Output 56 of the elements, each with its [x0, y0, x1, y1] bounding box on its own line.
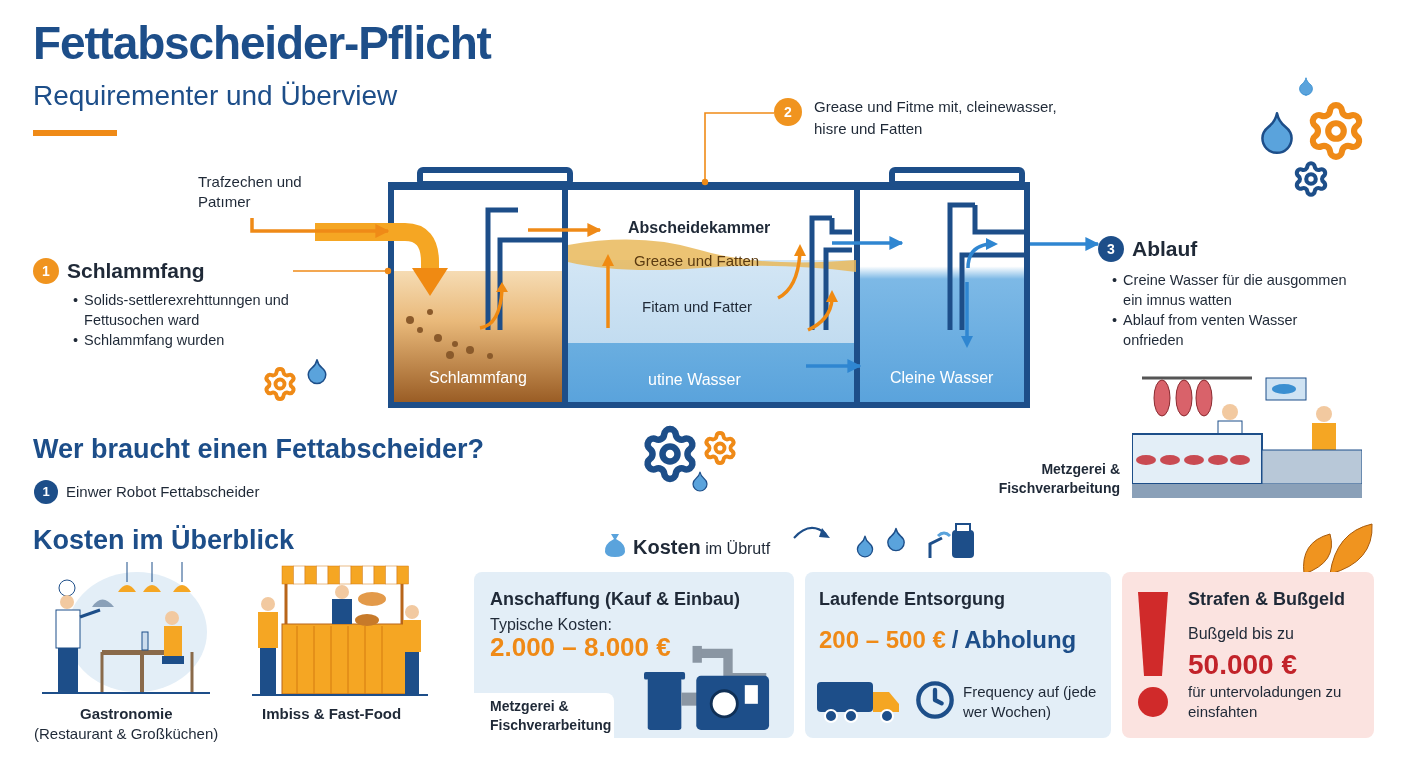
- bullet-text: Creine Wasser für die ausgommen ein imnus watten: [1123, 271, 1348, 310]
- section-label: Kosten im Übrutf: [633, 535, 771, 560]
- illustration-caption: Gastronomie: [80, 704, 173, 724]
- price-unit-text: / Abholung: [951, 628, 1077, 652]
- bullet-mark: •: [1112, 311, 1118, 330]
- step-number: 3: [1098, 236, 1124, 262]
- section-heading: Wer braucht einen Fettabscheider?: [33, 436, 485, 463]
- flow-arrow: [832, 236, 904, 250]
- penalty-card: [1122, 572, 1374, 738]
- layer-label: Fitam und Fatter: [642, 297, 753, 317]
- flow-arrow: [806, 359, 862, 373]
- layer-label: utine Wasser: [648, 370, 741, 390]
- title: Fettabscheider-Pflicht: [33, 20, 491, 66]
- leader-line: [292, 267, 392, 275]
- leader-line: [701, 112, 775, 186]
- price-text: 200 – 500 €: [819, 628, 946, 652]
- card-heading: Laufende Entsorgung: [819, 588, 1005, 611]
- bullet-text: Solids-settlerexrehttunngen und Fettusochen ward: [84, 291, 290, 330]
- flow-arrow: [528, 223, 602, 237]
- layer-label: Grease und Fatten: [634, 251, 760, 271]
- illustration-caption: (Restaurant & Großküchen): [34, 724, 219, 744]
- list-item-text: Einwer Robot Fettabscheider: [66, 482, 260, 502]
- flow-arrow: [1030, 237, 1100, 251]
- card-heading: Anschaffung (Kauf & Einbau): [490, 588, 740, 611]
- bullet-text: Ablauf from venten Wasser onfrieden: [1123, 311, 1299, 350]
- card-heading: Strafen & Bußgeld: [1188, 588, 1345, 611]
- card-footer-text: Metzgerei & Fischverarbeitung: [474, 693, 614, 738]
- step-number: 1: [33, 258, 59, 284]
- card-text: Bußgeld bis zu: [1188, 624, 1294, 644]
- inlet-label: Trafzechen und Patımer: [198, 172, 308, 218]
- illustration-caption: Metzgerei & Fischverarbeitung: [997, 460, 1120, 498]
- bullet-mark: •: [73, 291, 79, 310]
- bullet-mark: •: [1112, 271, 1118, 290]
- chamber-label: Cleine Wasser: [890, 368, 994, 388]
- chamber-heading: Abscheidekammer: [628, 218, 771, 238]
- bullet-mark: •: [73, 331, 79, 350]
- callout-heading: Schlammfang: [67, 258, 205, 285]
- step-number: 1: [34, 480, 58, 504]
- card-text: Frequency auf (jede wer Wochen): [963, 682, 1098, 722]
- card-text: für untervoladungen zu einsfahten: [1188, 682, 1343, 722]
- subtitle: Requirementer und Überview: [33, 82, 398, 110]
- clean-water-chamber: [860, 182, 1030, 408]
- callout-text: Grease und Fitme mit, cleinewasser, hisre und Fatten: [814, 97, 1058, 139]
- section-heading: Kosten im Überblick: [33, 527, 295, 554]
- chamber-label: Schlammfang: [428, 368, 528, 388]
- cost-card: [474, 572, 794, 738]
- card-text: Typische Kosten:: [490, 615, 612, 635]
- cost-card: [805, 572, 1111, 738]
- fine-amount-text: 50.000 €: [1188, 648, 1297, 682]
- illustration-caption: Imbiss & Fast-Food: [262, 704, 402, 724]
- bullet-text: Schlammfang wurden: [84, 331, 225, 350]
- separation-chamber: [568, 182, 860, 408]
- flow-arrow: [250, 218, 390, 238]
- price-text: 2.000 – 8.000 €: [490, 634, 671, 660]
- callout-heading: Ablauf: [1132, 236, 1198, 263]
- step-number: 2: [774, 98, 802, 126]
